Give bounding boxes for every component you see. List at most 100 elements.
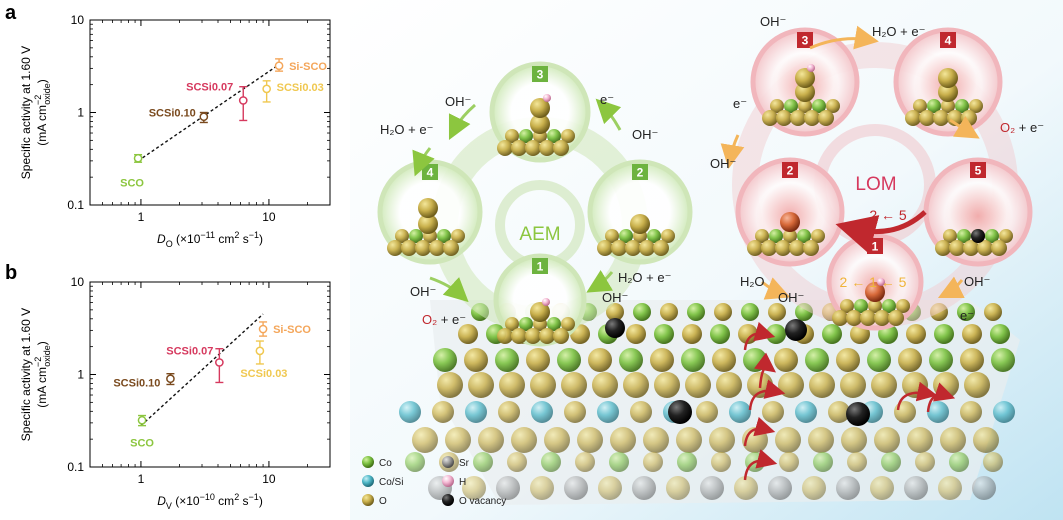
aem-step-number: 2: [637, 166, 644, 180]
legend-swatch: [442, 494, 454, 506]
atom: [949, 240, 965, 256]
atom: [964, 372, 990, 398]
atom: [938, 68, 958, 88]
atom: [991, 240, 1007, 256]
aem-label-h2o-e-l: H₂O + e⁻: [380, 122, 433, 137]
atom: [949, 452, 969, 472]
atom: [541, 452, 561, 472]
atom: [874, 310, 890, 326]
lom-label-o2: O₂ + e⁻: [1000, 120, 1044, 135]
x-axis-label: DV (×10−10 cm2 s−1): [157, 492, 263, 511]
atom: [609, 452, 629, 472]
atom: [894, 401, 916, 423]
lom-o2-rest: + e⁻: [1015, 120, 1044, 135]
point-label: SCSi0.07: [166, 345, 213, 357]
atom: [960, 348, 984, 372]
atom: [639, 240, 655, 256]
lom-center-label: LOM: [855, 174, 896, 195]
atom: [632, 476, 656, 500]
atom: [846, 310, 862, 326]
atom: [443, 240, 459, 256]
atom: [991, 348, 1015, 372]
data-point: [134, 155, 141, 162]
atom: [919, 110, 935, 126]
atom: [687, 303, 705, 321]
atom: [429, 240, 445, 256]
atom: [962, 324, 982, 344]
aem-label-oh-r: OH⁻: [632, 127, 658, 142]
data-point: [259, 325, 266, 332]
atom: [836, 476, 860, 500]
x-label-part: ): [259, 494, 263, 508]
legend-label: Sr: [459, 458, 470, 469]
aem-step-number: 4: [427, 166, 434, 180]
atom: [805, 348, 829, 372]
atom: [929, 348, 953, 372]
legend-label: O vacancy: [459, 496, 506, 507]
lom-step-2-bubble: 2: [738, 160, 842, 264]
atom: [577, 427, 603, 453]
atom: [972, 476, 996, 500]
atom: [789, 240, 805, 256]
lom-step-number: 4: [945, 34, 952, 48]
lom-step-4-bubble: 4: [896, 30, 1000, 134]
atom: [511, 140, 527, 156]
atom: [539, 328, 555, 344]
atom: [553, 328, 569, 344]
atom: [660, 303, 678, 321]
atom: [525, 140, 541, 156]
atom: [654, 324, 674, 344]
x-label-part: ): [259, 232, 263, 246]
atom: [623, 372, 649, 398]
y-unit-close: ): [35, 341, 49, 345]
atom: [495, 348, 519, 372]
atom: [605, 318, 625, 338]
x-label-part: (×10: [172, 494, 200, 508]
atom: [774, 348, 798, 372]
aem-label-e-tr: e⁻: [600, 92, 614, 107]
atom: [762, 110, 778, 126]
plot-frame: [90, 282, 330, 467]
data-point: [256, 347, 263, 354]
atom: [507, 452, 527, 472]
atom: [768, 476, 792, 500]
atom: [741, 303, 759, 321]
aem-step-number: 1: [537, 260, 544, 274]
atom: [544, 427, 570, 453]
point-label: SCSi0.07: [186, 81, 233, 93]
atom: [676, 427, 702, 453]
atom: [405, 452, 425, 472]
lom-step-number: 1: [872, 240, 879, 254]
atom: [860, 310, 876, 326]
x-tick-label: 1: [138, 210, 145, 224]
atom: [960, 401, 982, 423]
atom: [938, 476, 962, 500]
legend-label: Co/Si: [379, 477, 403, 488]
atom: [445, 427, 471, 453]
aem-o2-rest: + e⁻: [437, 312, 466, 327]
atom: [668, 400, 692, 424]
x-label-part: −11: [200, 230, 215, 240]
atom: [525, 328, 541, 344]
y-tick-label: 10: [71, 13, 85, 27]
atom: [847, 452, 867, 472]
atom: [633, 303, 651, 321]
atom: [630, 401, 652, 423]
atom: [973, 427, 999, 453]
aem-label-o2: O₂ + e⁻: [422, 312, 466, 327]
lom-label-oh-top: OH⁻: [760, 14, 786, 29]
atom: [677, 452, 697, 472]
atom: [630, 214, 650, 234]
atom: [700, 476, 724, 500]
x-tick-label: 10: [262, 210, 276, 224]
vacancy: [971, 229, 985, 243]
atom: [779, 452, 799, 472]
lom-step-number: 5: [975, 164, 982, 178]
atom: [498, 401, 520, 423]
atom: [625, 240, 641, 256]
y-tick-label: 0.1: [67, 198, 84, 212]
atom: [710, 324, 730, 344]
point-label: SCSi0.03: [240, 368, 287, 380]
x-label-part: s: [239, 232, 248, 246]
